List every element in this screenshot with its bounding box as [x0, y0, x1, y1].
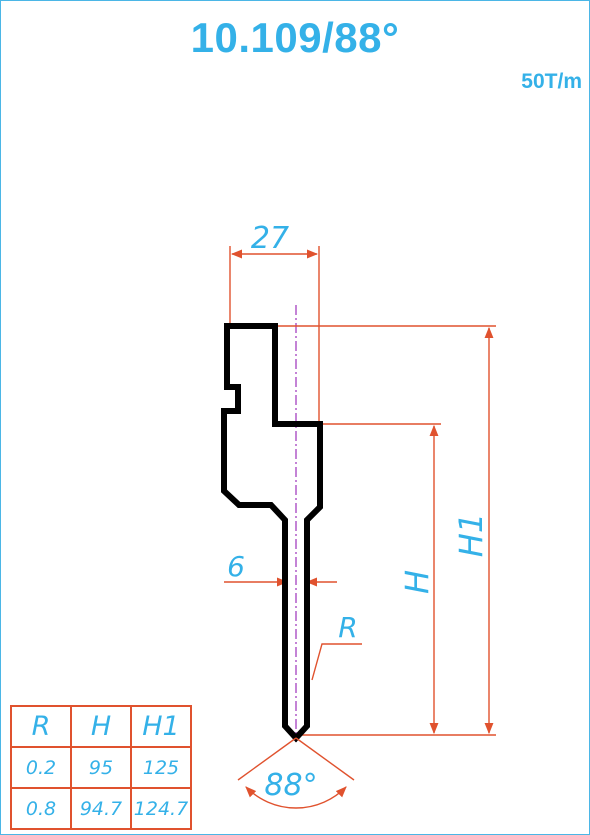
height-dimension: [278, 325, 496, 736]
table-cell: 124.7: [130, 787, 192, 830]
table-row: 0.2 95 125: [10, 746, 192, 789]
width-dimension: [229, 246, 320, 424]
width-value: 27: [251, 221, 289, 256]
height-value: H: [398, 570, 436, 594]
table-header-row: R H H1: [10, 705, 192, 748]
tonnage-label: 50T/m: [521, 70, 582, 93]
spec-table: R H H1 0.2 95 125 0.8 94.7 124.7: [10, 705, 192, 830]
total-height-value: H1: [452, 513, 490, 557]
punch-profile: [221, 323, 323, 743]
angle-value: 88°: [264, 768, 317, 803]
radius-leader: [311, 643, 362, 681]
thickness-value: 6: [227, 550, 245, 583]
table-cell: 0.2: [10, 746, 72, 789]
table-cell: 95: [70, 746, 132, 789]
table-cell: 0.8: [10, 787, 72, 830]
table-header-cell: H1: [130, 705, 192, 748]
table-header-cell: H: [70, 705, 132, 748]
tool-title: 10.109/88°: [190, 14, 400, 61]
table-row: 0.8 94.7 124.7: [10, 787, 192, 830]
table-header-cell: R: [10, 705, 72, 748]
table-cell: 125: [130, 746, 192, 789]
angle-dimension: [237, 737, 355, 809]
radius-label: R: [338, 611, 357, 644]
table-cell: 94.7: [70, 787, 132, 830]
